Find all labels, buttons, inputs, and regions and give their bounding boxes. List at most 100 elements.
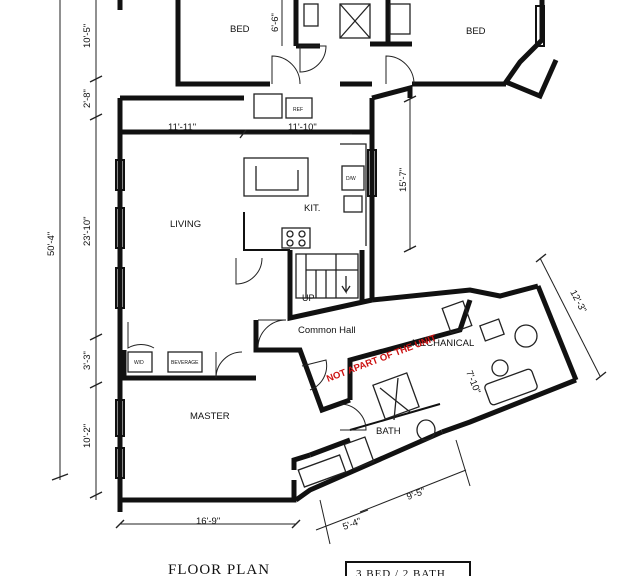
room-label-bed-1: BED: [230, 24, 250, 35]
unit-type-badge: 3 BED / 2 BATH: [356, 568, 446, 576]
kitchen-sink: [343, 195, 363, 213]
stair-arrow: [341, 276, 351, 295]
dim-label-kitchen-width: 11'-10": [288, 122, 317, 133]
bed2-wall: [502, 0, 559, 100]
dim-label-living-width: 11'-11": [168, 122, 196, 133]
bath-right-wall: [441, 377, 577, 435]
tick-3: [89, 333, 103, 341]
dim-label-master-width: 16'-9": [196, 516, 220, 527]
room-label-mechanical: MECHANICAL: [412, 338, 474, 349]
dim-label-hall-height: 3'-3": [82, 351, 93, 370]
fixtures: [127, 3, 538, 488]
tick-k2: [403, 245, 417, 253]
tick-m2: [595, 371, 607, 381]
badge-box: [345, 561, 471, 576]
dim-ext-2: [455, 439, 471, 487]
door-master[interactable]: [215, 351, 243, 379]
window-living-3: [115, 267, 125, 309]
room-label-kitchen: KIT.: [304, 203, 320, 214]
hall-bottom-wall: [284, 347, 351, 414]
master-closet: [297, 454, 347, 488]
door-wd[interactable]: [127, 322, 155, 349]
burner-1: [286, 230, 294, 238]
top-bath-shower: [339, 3, 371, 39]
mech-top-wall: [371, 283, 539, 303]
master-right-wall: [291, 452, 311, 470]
room-label-master: MASTER: [190, 411, 230, 422]
room-label-bath: BATH: [376, 426, 401, 437]
bed1-wall: [175, 0, 244, 87]
top-bath-linen: [389, 3, 411, 35]
water-heater: [514, 324, 538, 348]
label-washer-dryer: W/D: [134, 360, 144, 366]
tick-4: [89, 381, 103, 389]
dim-closet-width: [315, 509, 369, 531]
tick-top-mid: [239, 129, 247, 139]
dim-mech: [539, 257, 601, 377]
stair: [295, 253, 359, 299]
burner-2: [298, 230, 306, 238]
door-bed1[interactable]: [271, 55, 301, 85]
tick-b1: [115, 519, 125, 529]
top-bath-vanity: [303, 3, 319, 27]
island-inner: [255, 166, 299, 191]
kitchen-top-right: [371, 84, 413, 101]
refrigerator: [285, 97, 313, 119]
label-stair-up: UP: [302, 293, 315, 303]
dim-ext-1: [319, 499, 331, 545]
beverage-cooler: [167, 351, 203, 373]
dim-label-kitchen-depth: 15'-7": [398, 168, 409, 192]
dim-label-mech-length: 12'-3": [567, 288, 588, 315]
door-bed2[interactable]: [385, 55, 415, 85]
burner-3: [286, 239, 294, 247]
label-refrigerator: REF: [293, 107, 303, 113]
walls: [117, 0, 579, 512]
tick-1: [89, 75, 103, 83]
mech-inner-wall: [347, 299, 473, 400]
bath-partition: [349, 403, 441, 431]
bath-shower-x1: [379, 387, 411, 413]
kitchen-counter: [340, 143, 367, 246]
door-hall[interactable]: [257, 319, 287, 349]
window-living-2: [115, 207, 125, 249]
door-mech[interactable]: [301, 359, 328, 391]
dim-label-bath-width: 9'-5": [405, 486, 427, 503]
dim-bath-width: [359, 469, 467, 513]
window-master-1: [115, 399, 125, 437]
door-closet[interactable]: [235, 257, 263, 285]
window-master-2: [115, 447, 125, 479]
burner-4: [298, 239, 306, 247]
tick-m1: [535, 253, 547, 263]
mech-pipe: [491, 359, 509, 377]
dimension-lines: [51, 0, 607, 545]
shower-x2: [339, 3, 371, 39]
bath-vanity: [343, 436, 375, 470]
label-dishwasher: D/W: [346, 176, 356, 182]
dim-label-living-height: 23'-10": [82, 217, 93, 246]
dim-label-overall-height: 50'-4": [46, 232, 57, 256]
hall-left-wall: [253, 320, 284, 353]
room-label-bed-2: BED: [466, 26, 486, 37]
window-bed2: [535, 5, 545, 47]
label-beverage: BEVERAGE: [171, 360, 199, 366]
dim-label-bed-height: 10'-5": [82, 24, 93, 48]
window-living-1: [115, 159, 125, 191]
wing-bottom-wall: [294, 429, 444, 503]
tick-outer-bottom: [51, 473, 69, 481]
room-label-common-hall: Common Hall: [298, 325, 356, 336]
bath-shower: [372, 372, 420, 420]
kitchen-island: [243, 157, 309, 197]
stair-wall: [287, 250, 373, 322]
doors: [127, 45, 415, 431]
mech-unit: [441, 300, 473, 334]
tick-k1: [403, 95, 417, 103]
washer-dryer: [127, 351, 153, 373]
door-bath-top[interactable]: [299, 45, 327, 73]
fixture-labels: REF D/W W/D BEVERAGE UP: [134, 107, 356, 366]
not-part-of-unit-note: NOT APART OF THE UNIT: [325, 333, 438, 385]
range: [281, 227, 311, 249]
room-label-living: LIVING: [170, 219, 201, 230]
dim-label-master-height: 10'-2": [82, 424, 93, 448]
water-heater-box: [479, 318, 505, 342]
door-bath[interactable]: [339, 403, 367, 431]
